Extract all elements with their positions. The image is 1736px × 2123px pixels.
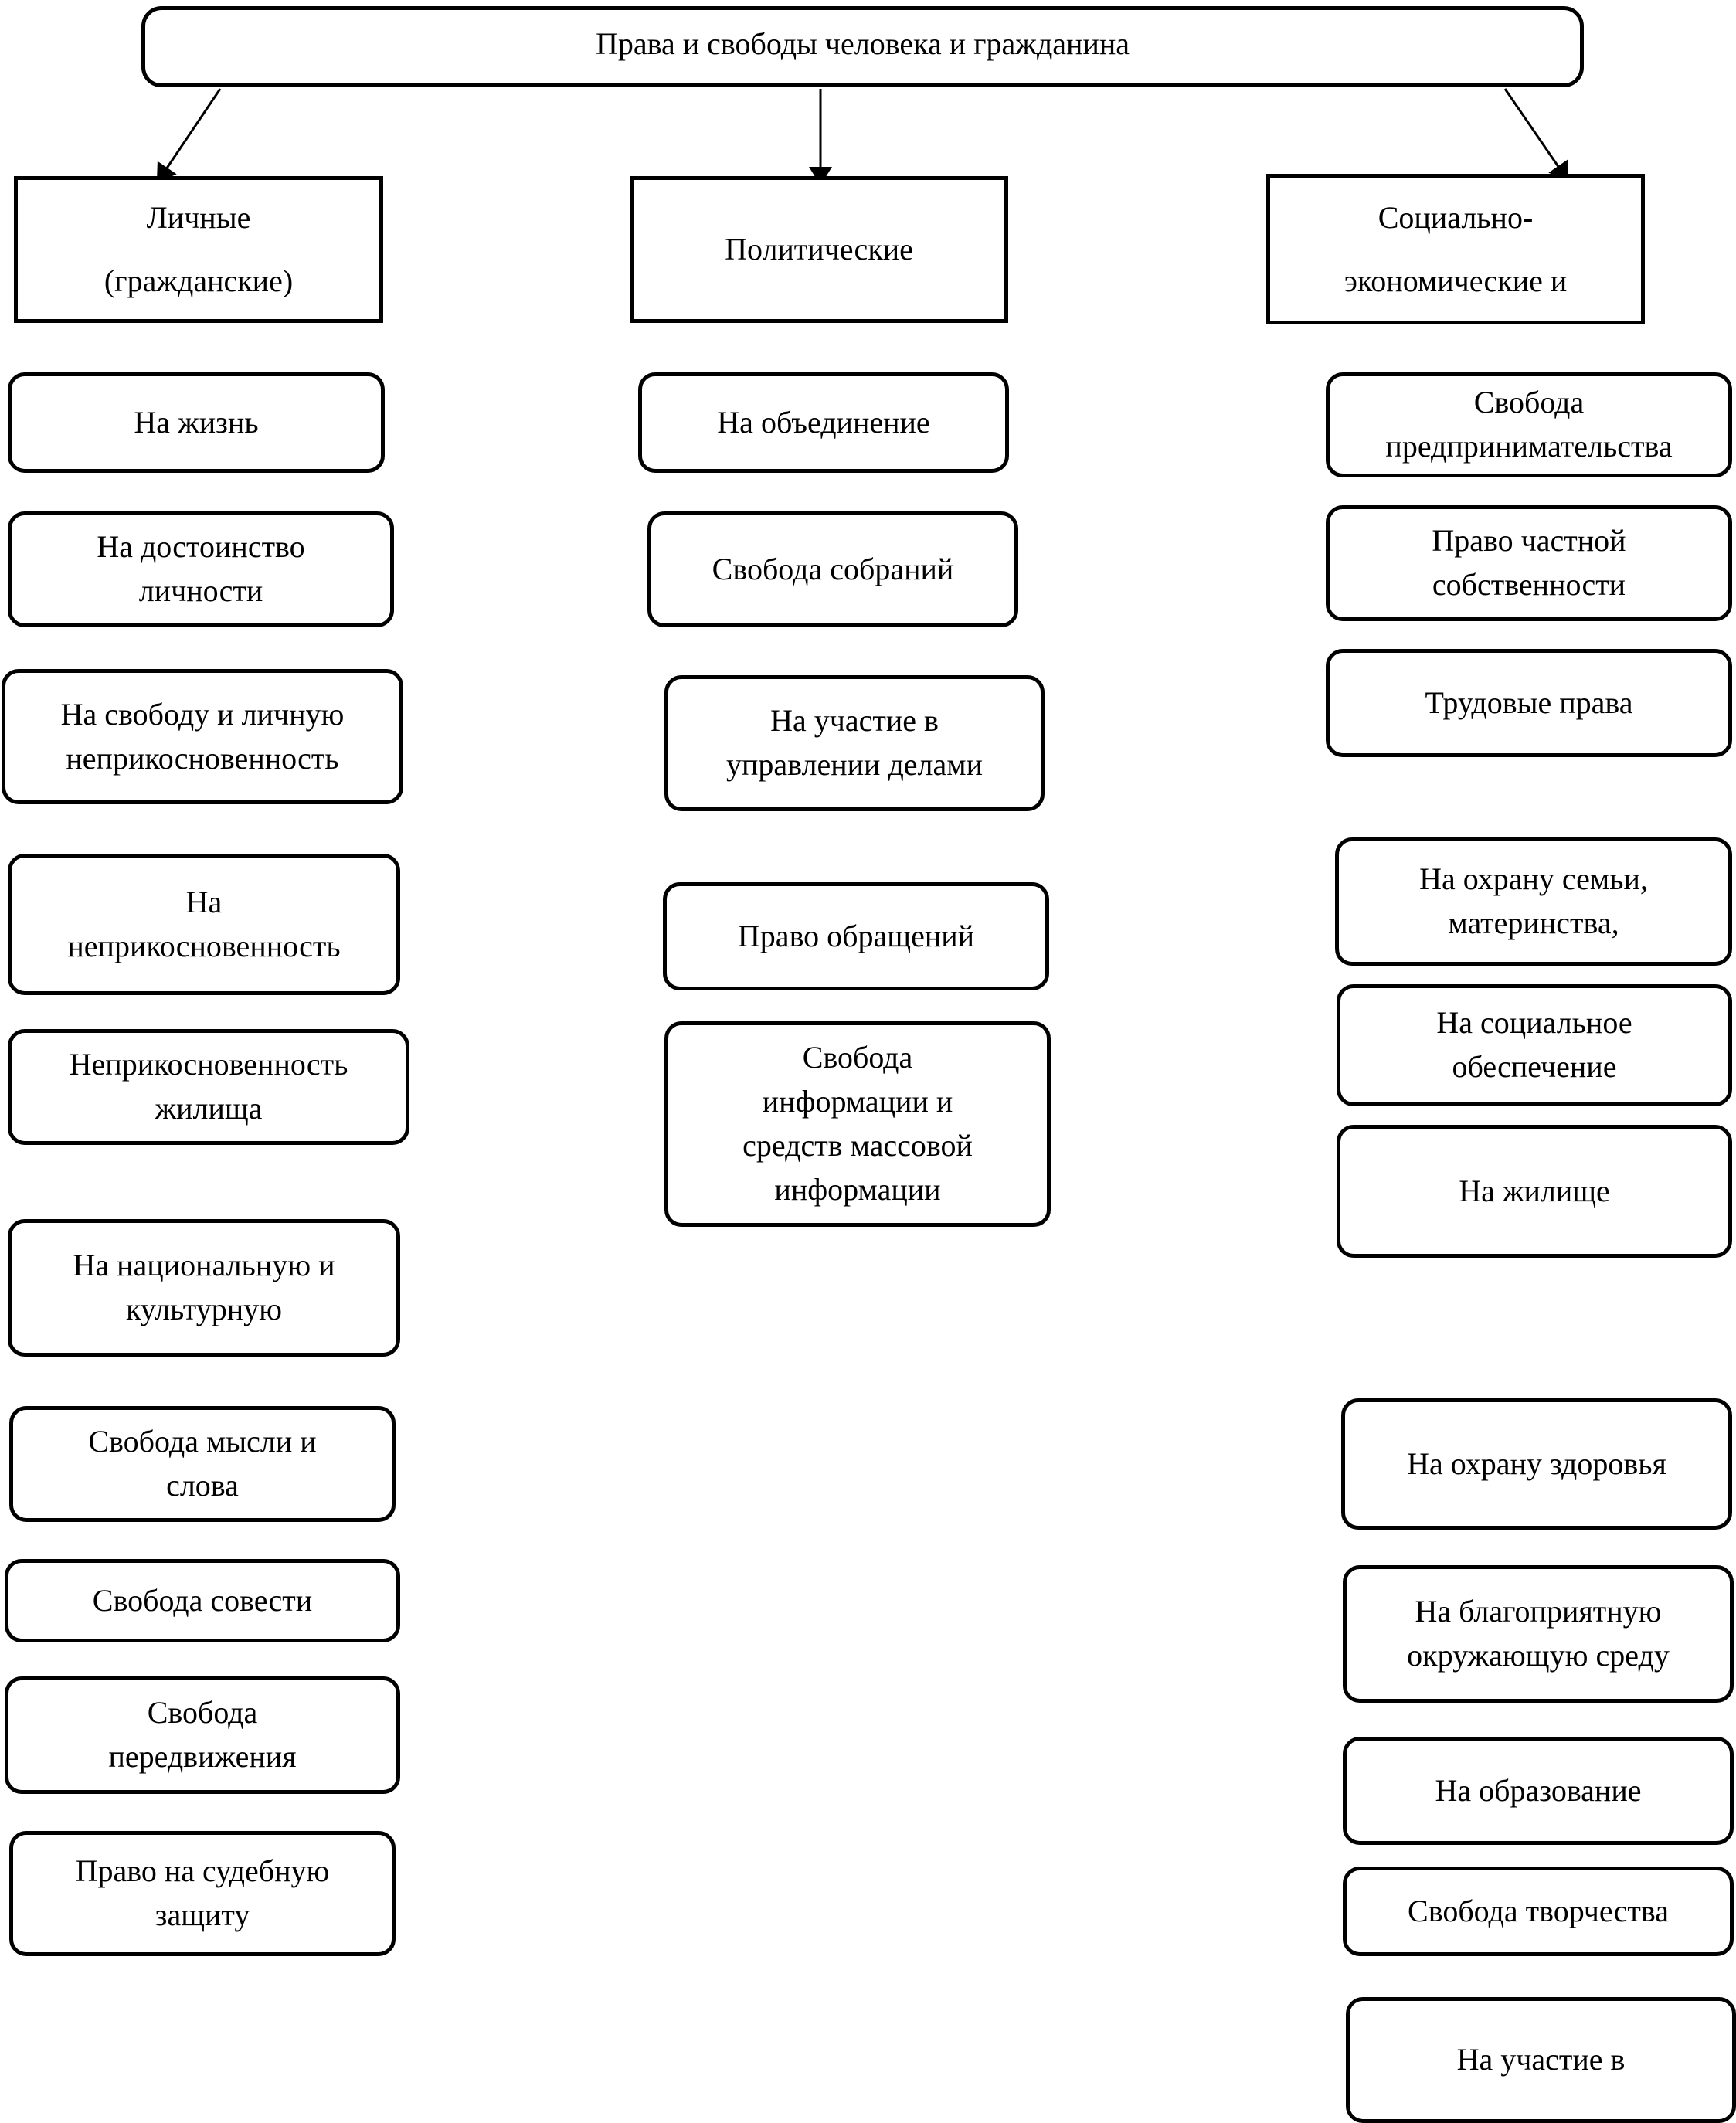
leaf-node-socioeconomic-7[interactable]: На благоприятную окружающую среду — [1343, 1565, 1734, 1703]
category-node-political[interactable]: Политические — [630, 176, 1008, 323]
leaf-node-label: На социальное обеспечение — [1436, 1005, 1632, 1084]
root-node[interactable]: Права и свободы человека и гражданина — [141, 6, 1584, 87]
leaf-node-label: На участие в — [1456, 2042, 1626, 2077]
leaf-node-label: На жилище — [1459, 1173, 1610, 1208]
leaf-node-socioeconomic-10[interactable]: На участие в — [1346, 1997, 1736, 2123]
category-node-socioeconomic[interactable]: Социально- экономические и — [1266, 174, 1645, 324]
leaf-node-political-1[interactable]: Свобода собраний — [647, 511, 1018, 627]
leaf-node-label: На неприкосновенность — [67, 884, 341, 963]
leaf-node-label: На образование — [1435, 1772, 1642, 1808]
leaf-node-personal-3[interactable]: На неприкосновенность — [8, 854, 400, 995]
leaf-node-label: На объединение — [717, 404, 930, 440]
leaf-node-label: Свобода совести — [92, 1582, 313, 1618]
leaf-node-political-2[interactable]: На участие в управлении делами — [664, 675, 1045, 811]
leaf-node-label: На охрану здоровья — [1407, 1445, 1666, 1481]
leaf-node-label: Право на судебную защиту — [75, 1853, 330, 1932]
leaf-node-socioeconomic-4[interactable]: На социальное обеспечение — [1337, 984, 1732, 1106]
leaf-node-label: Право частной собственности — [1432, 523, 1626, 602]
root-node-label: Права и свободы человека и гражданина — [595, 26, 1130, 61]
connector-root-to-personal — [156, 88, 222, 183]
leaf-node-personal-8[interactable]: Свобода передвижения — [5, 1676, 400, 1794]
leaf-node-socioeconomic-9[interactable]: Свобода творчества — [1343, 1867, 1734, 1956]
leaf-node-political-0[interactable]: На объединение — [638, 372, 1009, 473]
category-label-political: Политические — [725, 232, 913, 267]
leaf-node-socioeconomic-1[interactable]: Право частной собственности — [1326, 505, 1732, 621]
leaf-node-label: На свободу и личную неприкосновенность — [60, 696, 345, 776]
leaf-node-personal-7[interactable]: Свобода совести — [5, 1559, 400, 1642]
leaf-node-label: На достоинство личности — [97, 529, 305, 608]
leaf-node-label: Свобода творчества — [1408, 1893, 1669, 1928]
leaf-node-label: Право обращений — [737, 918, 975, 953]
leaf-node-label: На охрану семьи, материнства, — [1419, 861, 1648, 940]
leaf-node-socioeconomic-3[interactable]: На охрану семьи, материнства, — [1335, 837, 1732, 966]
leaf-node-label: Трудовые права — [1425, 684, 1633, 720]
leaf-node-socioeconomic-8[interactable]: На образование — [1343, 1737, 1734, 1845]
leaf-node-label: На жизнь — [134, 404, 259, 440]
leaf-node-label: На национальную и культурную — [73, 1248, 335, 1326]
leaf-node-label: Неприкосновенность жилища — [69, 1047, 348, 1126]
leaf-node-label: Свобода предпринимательства — [1385, 385, 1673, 464]
leaf-node-personal-6[interactable]: Свобода мысли и слова — [9, 1406, 396, 1522]
leaf-node-socioeconomic-2[interactable]: Трудовые права — [1326, 649, 1732, 757]
connector-root-to-socioeconomic — [1503, 88, 1569, 182]
leaf-node-socioeconomic-6[interactable]: На охрану здоровья — [1341, 1398, 1732, 1530]
leaf-node-label: Свобода мысли и слова — [88, 1424, 317, 1503]
leaf-node-personal-4[interactable]: Неприкосновенность жилища — [8, 1029, 409, 1145]
category-node-personal[interactable]: Личные (гражданские) — [14, 176, 383, 323]
leaf-node-political-4[interactable]: Свобода информации и средств массовой ин… — [664, 1021, 1051, 1227]
leaf-node-personal-1[interactable]: На достоинство личности — [8, 511, 394, 627]
leaf-node-label: Свобода передвижения — [108, 1695, 297, 1774]
leaf-node-label: Свобода собраний — [712, 551, 954, 586]
leaf-node-personal-2[interactable]: На свободу и личную неприкосновенность — [2, 669, 403, 804]
leaf-node-personal-5[interactable]: На национальную и культурную — [8, 1219, 400, 1357]
leaf-node-political-3[interactable]: Право обращений — [663, 882, 1049, 990]
leaf-node-socioeconomic-5[interactable]: На жилище — [1337, 1125, 1732, 1258]
leaf-node-label: На участие в управлении делами — [726, 703, 983, 782]
leaf-node-socioeconomic-0[interactable]: Свобода предпринимательства — [1326, 372, 1732, 477]
leaf-node-label: Свобода информации и средств массовой ин… — [742, 1040, 973, 1207]
category-label-personal: Личные (гражданские) — [104, 200, 294, 298]
leaf-node-personal-9[interactable]: Право на судебную защиту — [9, 1831, 396, 1956]
category-label-socioeconomic: Социально- экономические и — [1344, 199, 1568, 298]
leaf-node-personal-0[interactable]: На жизнь — [8, 372, 385, 473]
leaf-node-label: На благоприятную окружающую среду — [1407, 1594, 1670, 1673]
